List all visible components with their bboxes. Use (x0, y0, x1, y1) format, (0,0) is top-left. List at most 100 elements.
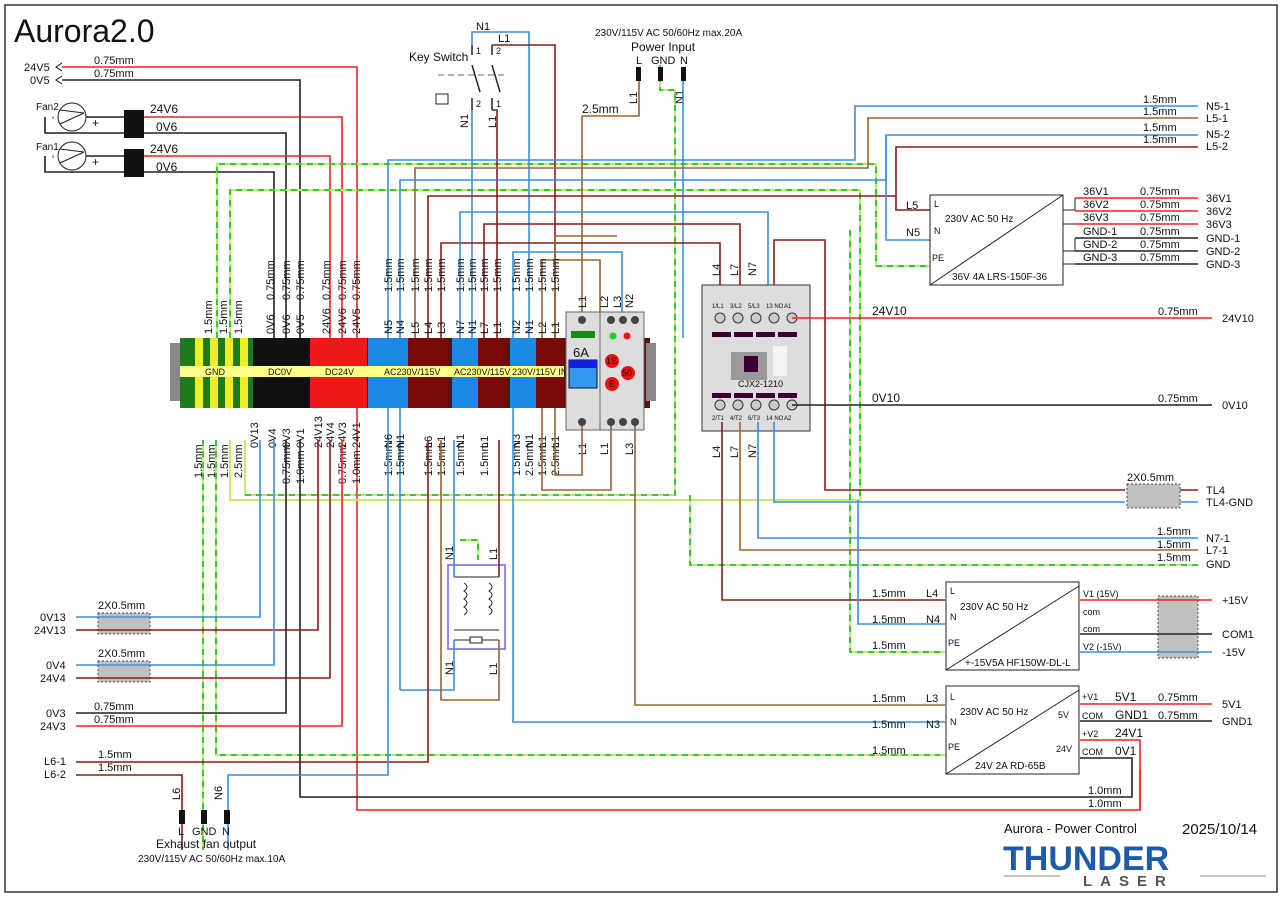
terminal-top-label: L1 (550, 322, 562, 334)
wire-size: 0.75mm (351, 260, 363, 300)
psu-15v[interactable]: 230V AC 50 Hz +-15V5A HF150W-DL-L L N PE… (872, 581, 1122, 671)
pin-label: A1 (784, 304, 792, 310)
svg-text:L1: L1 (487, 116, 499, 128)
terminal-top-label: N4 (395, 320, 407, 334)
group-label-gnd: GND (205, 367, 226, 377)
svg-text:5V1: 5V1 (1115, 690, 1137, 704)
svg-text:36V 4A LRS-150F-36: 36V 4A LRS-150F-36 (952, 272, 1047, 283)
svg-text:PE: PE (932, 253, 944, 263)
wire-size: 1.5mm (524, 258, 536, 292)
svg-text:PE: PE (948, 638, 960, 648)
svg-text:1.5mm: 1.5mm (1157, 539, 1191, 551)
wire-size: 0.75mm (94, 55, 134, 67)
svg-text:V1 (15V): V1 (15V) (1083, 589, 1119, 599)
terminal-top-label: L3 (436, 322, 448, 334)
svg-text:2X0.5mm: 2X0.5mm (98, 648, 145, 660)
fan-2: Fan2 '+ 24V6 0V6 (36, 102, 343, 338)
wire-size: 1.5mm (423, 258, 435, 292)
pin-label: 3/L2 (730, 304, 742, 310)
wire-size: 1.5mm (410, 258, 422, 292)
terminal-screw-icon (732, 399, 744, 411)
terminal-bottom-label: L1 (479, 436, 491, 448)
svg-text:1.0mm: 1.0mm (1088, 798, 1122, 810)
svg-text:L3: L3 (612, 296, 624, 308)
output-label: GND-2 (1206, 246, 1240, 258)
svg-text:230V/115V AC 50/60Hz max.10A: 230V/115V AC 50/60Hz max.10A (138, 854, 285, 865)
wire-size: 1.5mm (436, 442, 448, 476)
svg-text:1.5mm: 1.5mm (872, 719, 906, 731)
terminal-bottom-label: N1 (395, 434, 407, 448)
circuit-breaker[interactable]: 6A L1 L1 (565, 296, 601, 455)
svg-text:+: + (92, 155, 99, 169)
terminal-top-label: N7 (455, 320, 467, 334)
wire-size: 1.5mm (383, 258, 395, 292)
terminal-bottom-label: 1.5mm (206, 444, 218, 478)
svg-text:1.5mm: 1.5mm (98, 762, 132, 774)
wire-size: 1.5mm (395, 258, 407, 292)
svg-text:L1: L1 (599, 443, 611, 455)
group-label-ac2: AC230V/115V (454, 367, 510, 377)
svg-text:1.5mm: 1.5mm (872, 640, 906, 652)
wire-size: 0.75mm (1140, 239, 1180, 251)
emi-filter[interactable]: N1 L1 N1 L1 (444, 546, 506, 675)
svg-text:24V1: 24V1 (1115, 726, 1143, 740)
terminal-bottom-label: N1 (524, 434, 536, 448)
svg-text:N: N (934, 226, 941, 236)
svg-text:230V AC 50 Hz: 230V AC 50 Hz (960, 602, 1028, 613)
svg-text:L7-1: L7-1 (1206, 545, 1228, 557)
psu-36v[interactable]: 230V AC 50 Hz 36V 4A LRS-150F-36 L N PE … (906, 194, 1064, 286)
terminal-top-label: L4 (423, 322, 435, 334)
svg-text:N1: N1 (444, 546, 456, 560)
left-output-0V5: 0V5 0.75mm (30, 68, 301, 338)
svg-text:1.5mm: 1.5mm (872, 745, 906, 757)
terminal-top-label: N5 (383, 320, 395, 334)
pair-output-3: 0V3 24V3 0.75mm 0.75mm (40, 440, 343, 733)
svg-text:50: 50 (622, 368, 632, 378)
terminal-bottom-label: 0V1 (295, 428, 307, 448)
group-label-in: 230V/115V IN (512, 367, 567, 377)
svg-text:0V10: 0V10 (1222, 400, 1248, 412)
wire-size: 0.75mm (94, 68, 134, 80)
terminal-top-label: N1 (524, 320, 536, 334)
pin-label: A2 (784, 416, 792, 422)
svg-text:2X0.5mm: 2X0.5mm (98, 600, 145, 612)
svg-text:24V10: 24V10 (872, 304, 907, 318)
svg-text:Aurora - Power Control: Aurora - Power Control (1004, 821, 1137, 836)
diagram-title: Aurora2.0 (14, 13, 155, 49)
psu-24v[interactable]: 230V AC 50 Hz 24V 2A RD-65B L N PE 1.5mm… (872, 685, 1103, 775)
svg-text:0V6: 0V6 (156, 120, 178, 134)
group-label-ac1: AC230V/115V (384, 367, 440, 377)
svg-text:L: L (950, 586, 955, 596)
svg-text:L3: L3 (624, 443, 636, 455)
svg-text:1.5mm: 1.5mm (872, 693, 906, 705)
coil-wires: 24V10 0V10 0.75mm 0.75mm 24V10 0V10 (872, 304, 1254, 412)
key-switch[interactable]: Key Switch N1 L1 1 2 2 1 N1 L1 (409, 21, 510, 128)
svg-text:24V10: 24V10 (1222, 313, 1254, 325)
svg-text:1.5mm: 1.5mm (1143, 106, 1177, 118)
wire-size: 1.5mm (395, 442, 407, 476)
svg-text:N7: N7 (747, 444, 759, 458)
svg-text:N2: N2 (624, 294, 636, 308)
svg-text:N7-1: N7-1 (1206, 533, 1230, 545)
power-input: 230V/115V AC 50/60Hz max.20A Power Input… (582, 28, 742, 116)
svg-text:0V6: 0V6 (156, 160, 178, 174)
svg-text:N1: N1 (476, 21, 490, 33)
svg-text:5V: 5V (1058, 710, 1069, 720)
svg-text:N5-2: N5-2 (1206, 129, 1230, 141)
svg-text:+15V: +15V (1222, 595, 1249, 607)
svg-text:0.75mm: 0.75mm (1158, 306, 1198, 318)
net-label: 36V3 (1083, 212, 1109, 224)
net-label: GND-2 (1083, 239, 1117, 251)
svg-text:V2 (-15V): V2 (-15V) (1083, 642, 1122, 652)
svg-text:L4: L4 (926, 588, 938, 600)
svg-text:com: com (1083, 624, 1100, 634)
pin-label: 6/T3 (748, 416, 761, 422)
wire-size: 0.75mm (295, 260, 307, 300)
svg-text:L6: L6 (171, 788, 183, 800)
svg-text:0V4: 0V4 (46, 660, 66, 672)
output-label: 36V3 (1206, 219, 1232, 231)
timer-relay[interactable]: 1S 50 E L2 L3 N2 L1 L3 (599, 294, 645, 455)
